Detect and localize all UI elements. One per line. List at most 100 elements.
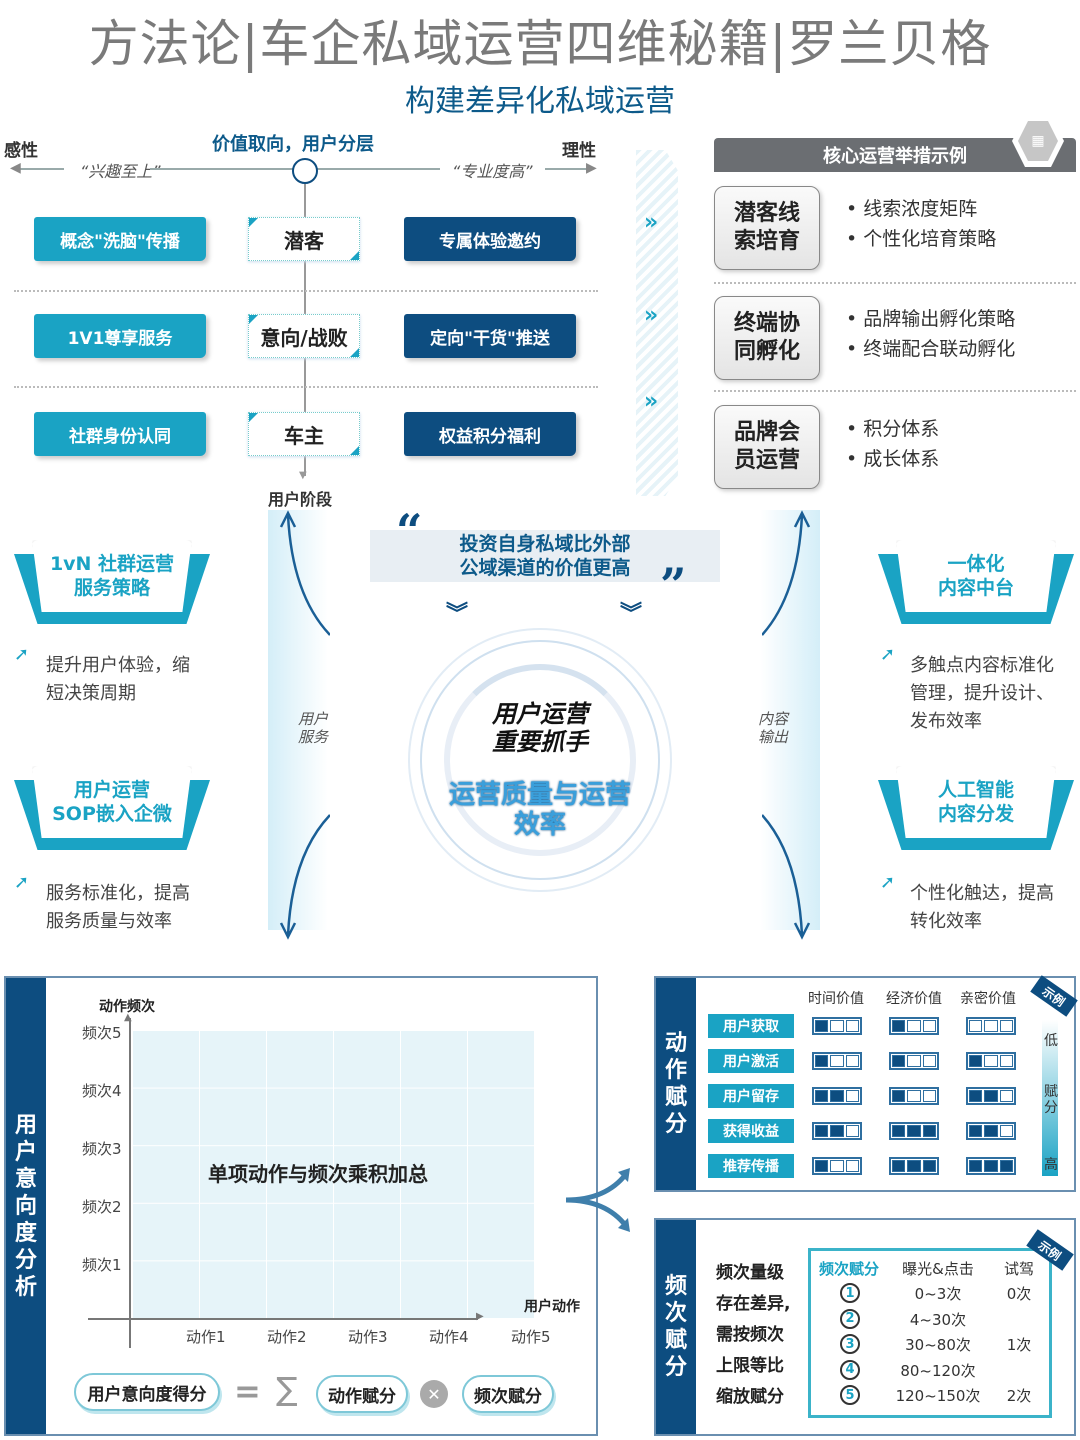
badge-line: SOP嵌入企微 bbox=[52, 803, 172, 825]
x-tick: 动作4 bbox=[429, 1328, 469, 1346]
desc-line: 管理，提升设计、 bbox=[910, 683, 1054, 704]
column-header: 亲密价值 bbox=[960, 991, 1016, 1007]
bullet-item: 终端配合联动孵化 bbox=[846, 334, 1015, 364]
quote-line: 公域渠道的价值更高 bbox=[459, 557, 631, 579]
score-cell bbox=[922, 1090, 936, 1102]
core-op-bullets: 积分体系 成长体系 bbox=[846, 414, 939, 474]
desc-line: 缩放赋分 bbox=[716, 1387, 784, 1407]
page-title: 方法论|车企私域运营四维秘籍|罗兰贝格 bbox=[88, 15, 992, 73]
score-cell bbox=[969, 1020, 983, 1032]
exposure-range: 4~30次 bbox=[909, 1310, 967, 1329]
column-header: 经济价值 bbox=[886, 991, 942, 1007]
score-meter bbox=[812, 1052, 862, 1070]
emotional-tactic-2: 1V1尊享服务 bbox=[34, 314, 206, 358]
tap-icon: ➚ bbox=[880, 872, 896, 893]
score-cell bbox=[830, 1020, 844, 1032]
double-chevron-down-icon: ︾ bbox=[446, 602, 469, 627]
intent-analysis-title: 用户意向度分析 bbox=[6, 978, 46, 1434]
circle-sub-line: 运营质量与运营 bbox=[448, 780, 631, 810]
x-tick: 动作5 bbox=[511, 1328, 551, 1346]
emotional-tactic-3: 社群身份认同 bbox=[34, 412, 206, 456]
score-number-icon: 2 bbox=[840, 1308, 860, 1329]
content-output-line: 输出 bbox=[758, 728, 789, 746]
score-cell bbox=[830, 1160, 844, 1172]
frequency-score-pill: 频次赋分 bbox=[462, 1375, 554, 1413]
user-service-label: 用户服务 bbox=[298, 710, 328, 746]
score-cell bbox=[815, 1090, 829, 1102]
frequency-description: 频次量级 存在差异, 需按频次 上限等比 缩放赋分 bbox=[716, 1258, 790, 1413]
desc-line: 个性化触达，提高 bbox=[910, 883, 1054, 904]
x-tick: 动作3 bbox=[348, 1328, 388, 1346]
score-cell bbox=[845, 1020, 859, 1032]
tap-icon: ➚ bbox=[880, 644, 896, 665]
action-row-label: 用户留存 bbox=[708, 1084, 794, 1108]
score-cell bbox=[984, 1020, 998, 1032]
desc-line: 短决策周期 bbox=[46, 683, 136, 704]
x-axis bbox=[88, 1318, 478, 1320]
badge-line: 人工智能 bbox=[937, 779, 1014, 801]
core-divider bbox=[714, 282, 1076, 284]
score-meter bbox=[966, 1087, 1016, 1105]
score-meter bbox=[812, 1017, 862, 1035]
close-quote-icon: ” bbox=[660, 558, 687, 612]
user-service-line: 服务 bbox=[298, 728, 329, 746]
score-meter bbox=[889, 1052, 939, 1070]
score-cell bbox=[999, 1125, 1013, 1137]
score-cell bbox=[815, 1125, 829, 1137]
tap-icon: ➚ bbox=[14, 644, 30, 665]
score-cell bbox=[892, 1020, 906, 1032]
tap-icon: ➚ bbox=[14, 872, 30, 893]
exposure-range: 0~3次 bbox=[914, 1285, 962, 1303]
circle-main-line: 重要抓手 bbox=[492, 728, 588, 756]
test-drive-count: 0次 bbox=[1006, 1285, 1032, 1303]
desc-line: 服务质量与效率 bbox=[46, 911, 172, 932]
score-number-icon: 5 bbox=[840, 1385, 860, 1405]
frequency-scoring-panel bbox=[654, 1218, 1076, 1436]
content-output-band bbox=[760, 510, 820, 930]
score-cell bbox=[845, 1160, 859, 1172]
score-meter bbox=[812, 1122, 862, 1140]
sigma-icon: ∑ bbox=[276, 1370, 298, 1408]
action-score-pill: 动作赋分 bbox=[316, 1375, 408, 1413]
multiply-icon: ✕ bbox=[420, 1380, 448, 1408]
axis-origin-circle-icon bbox=[292, 158, 318, 184]
focus-circle-ring bbox=[420, 640, 660, 880]
action-row-label: 推荐传播 bbox=[708, 1154, 794, 1178]
score-cell bbox=[892, 1125, 906, 1137]
action-row-label: 用户激活 bbox=[708, 1049, 794, 1073]
chevron-right-icon: » bbox=[644, 210, 659, 235]
y-tick: 频次4 bbox=[82, 1082, 122, 1100]
rational-label: 理性 bbox=[562, 141, 596, 161]
right-arrow-icon: ▶ bbox=[586, 160, 597, 176]
frequency-table bbox=[808, 1248, 1052, 1418]
core-op-bullets: 线索浓度矩阵 个性化培育策略 bbox=[846, 194, 996, 254]
desc-line: 发布效率 bbox=[910, 711, 982, 732]
left-quote: “兴趣至上” bbox=[80, 162, 161, 181]
x-axis-arrow-icon: ▶ bbox=[476, 1311, 484, 1322]
y-tick: 频次3 bbox=[82, 1140, 122, 1158]
emotional-tactic-1: 概念"洗脑"传播 bbox=[34, 217, 206, 261]
desc-line: 需按频次 bbox=[716, 1325, 784, 1345]
quote-band bbox=[370, 530, 720, 582]
scale-mid: 赋分 bbox=[1044, 1084, 1058, 1116]
emotional-label: 感性 bbox=[4, 141, 38, 161]
strategy-desc: 服务标准化，提高 服务质量与效率 bbox=[46, 880, 190, 936]
core-divider bbox=[714, 390, 1076, 392]
core-ops-header: 核心运营举措示例 bbox=[714, 138, 1076, 172]
page-subtitle: 构建差异化私域运营 bbox=[405, 84, 675, 119]
score-cell bbox=[922, 1125, 936, 1137]
score-cell bbox=[830, 1125, 844, 1137]
freq-col-header: 频次赋分 bbox=[818, 1260, 879, 1278]
y-axis-arrow-icon: ▲ bbox=[124, 1012, 132, 1023]
down-arrow-icon: ▼ bbox=[299, 470, 307, 481]
score-cell bbox=[907, 1020, 921, 1032]
bullet-item: 积分体系 bbox=[846, 414, 939, 444]
strategy-desc: 多触点内容标准化 管理，提升设计、 发布效率 bbox=[910, 652, 1054, 736]
score-cell bbox=[907, 1055, 921, 1067]
score-cell bbox=[984, 1125, 998, 1137]
column-header: 时间价值 bbox=[808, 991, 864, 1007]
content-output-label: 内容输出 bbox=[758, 710, 788, 746]
focus-circle-inner-ring bbox=[444, 664, 636, 856]
fork-arrow-icon bbox=[566, 1168, 630, 1232]
core-op-title: 终端协同孵化 bbox=[714, 296, 820, 380]
